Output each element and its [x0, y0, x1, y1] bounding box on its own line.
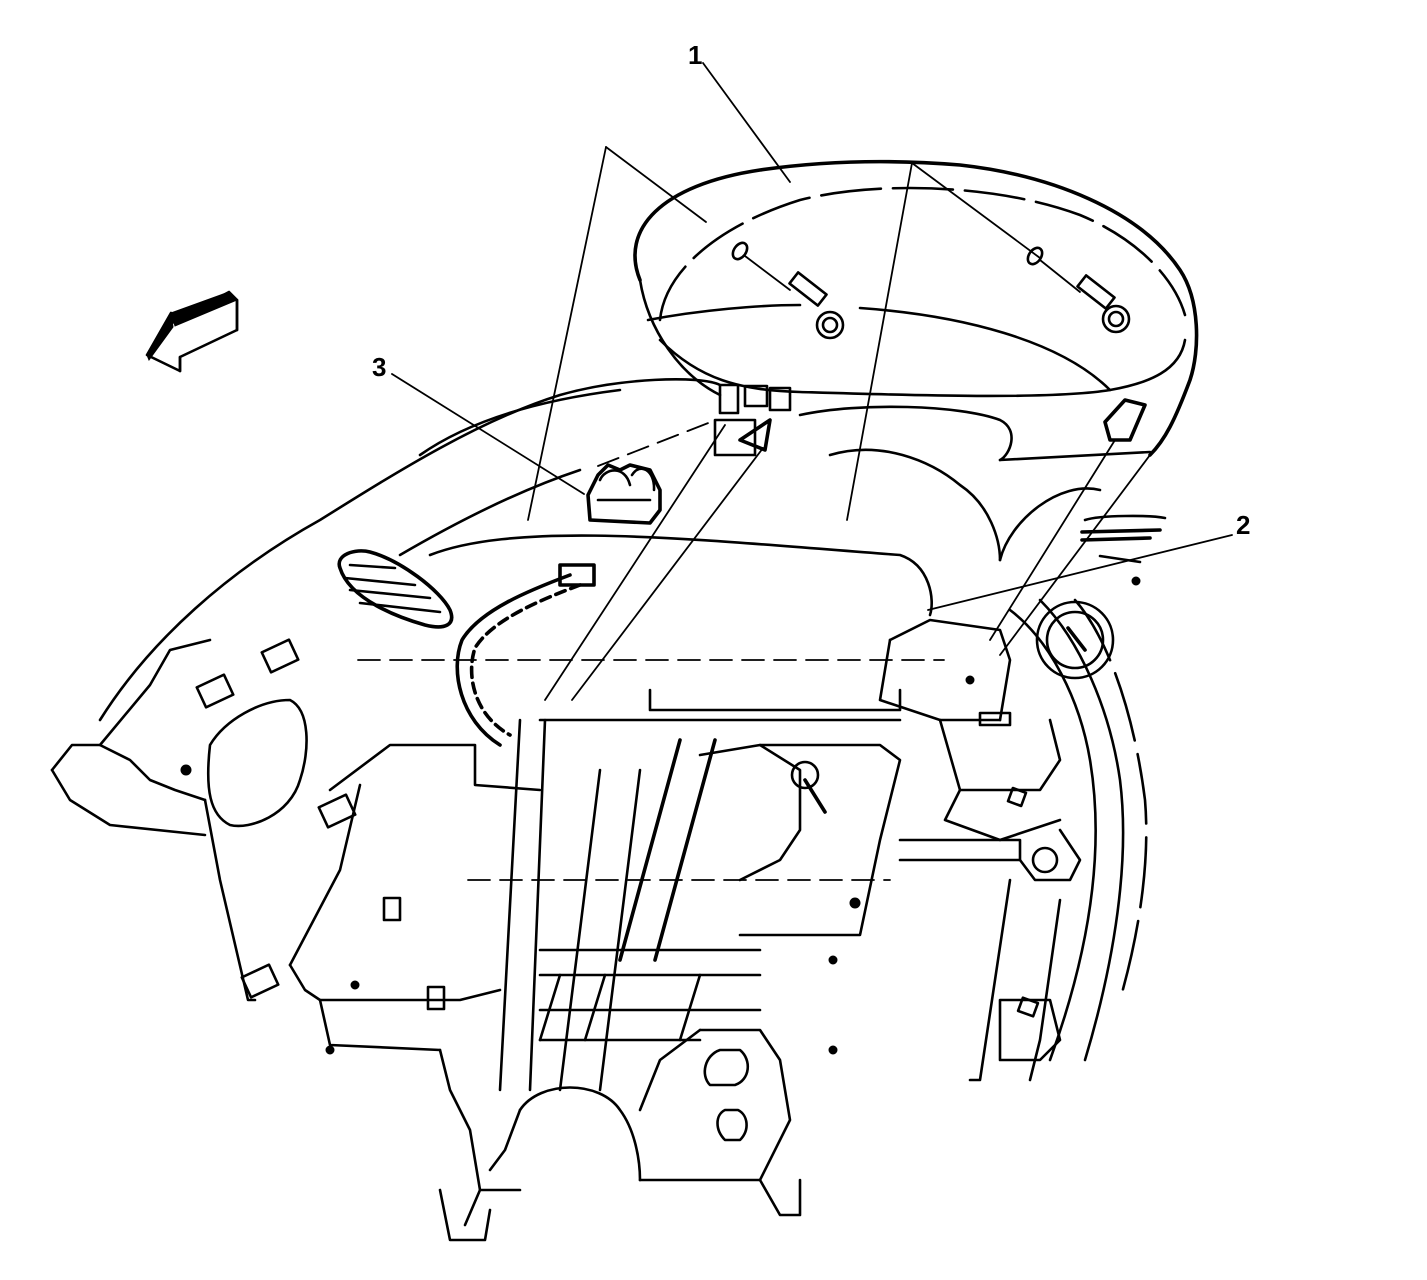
alignment-lines [357, 146, 1151, 881]
left-air-vent-icon [337, 549, 454, 629]
bolt-left-icon [731, 241, 845, 340]
callout-1-label: 1 [688, 40, 703, 70]
ignition-lock-icon [1035, 600, 1115, 680]
bolt-right-icon [1026, 246, 1131, 334]
center-screw-icon [790, 760, 827, 814]
leader-lines [391, 62, 1233, 611]
wiring-harness [455, 563, 596, 747]
front-direction-arrow-icon [145, 290, 239, 373]
callout-3-label: 3 [372, 352, 387, 382]
right-air-vent-icon [1080, 514, 1167, 586]
callout-2-label: 2 [1236, 510, 1251, 540]
electrical-connector-part-3 [586, 463, 662, 525]
instrument-cluster-part-1 [633, 159, 1199, 462]
instrument-panel-carrier-part-2 [50, 377, 1167, 1242]
